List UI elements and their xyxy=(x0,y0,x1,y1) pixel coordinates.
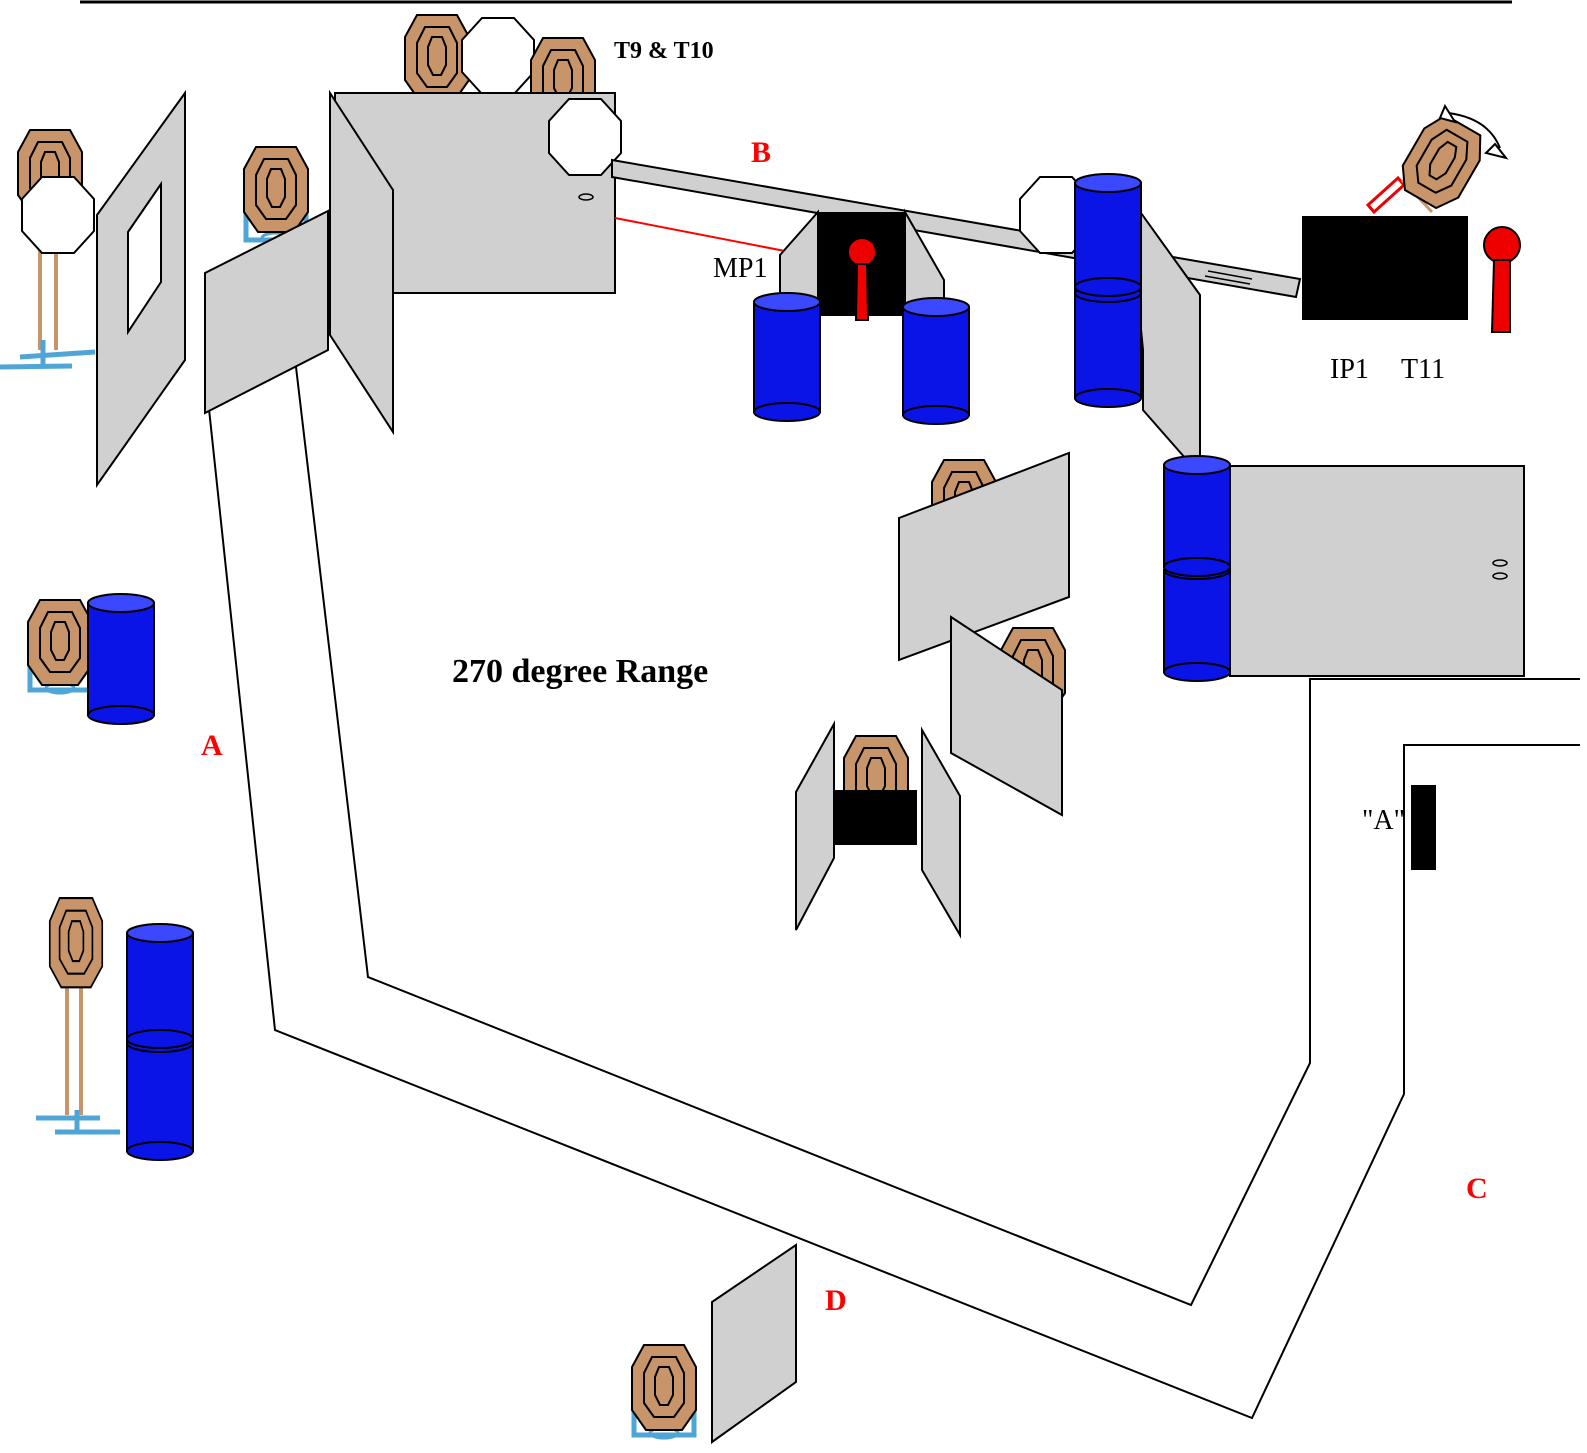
barrel-stack-right xyxy=(1163,455,1231,682)
cardboard-target-icon xyxy=(243,146,309,233)
label-c: C xyxy=(1466,1172,1488,1205)
label-b: B xyxy=(751,136,771,169)
range-boundary-lines xyxy=(208,366,1580,1420)
window-wall xyxy=(96,89,186,489)
label-t11: T11 xyxy=(1401,354,1445,385)
steel-plate-icon xyxy=(548,98,622,176)
target-barrel-a-lower xyxy=(36,897,194,1161)
shack-right xyxy=(1229,465,1525,677)
shack-door-panel xyxy=(329,89,394,436)
swing-arrow-icon xyxy=(1438,103,1458,124)
popper-mp1 xyxy=(779,208,945,321)
center-target-upper xyxy=(898,451,1070,662)
cardboard-target-icon xyxy=(404,14,470,101)
cardboard-target-icon xyxy=(48,897,104,989)
marker-a-box xyxy=(1411,785,1436,870)
angled-wall-left xyxy=(204,209,329,415)
center-port-target xyxy=(795,720,961,939)
cardboard-target-icon xyxy=(27,599,93,686)
barrel-mp1-left xyxy=(753,292,821,422)
center-target-lower xyxy=(950,615,1066,817)
popper-icon xyxy=(847,237,877,267)
steel-plate-icon xyxy=(461,17,535,95)
target-barrel-a-upper xyxy=(27,593,155,725)
label-a-quote: "A" xyxy=(1362,805,1405,836)
steel-plate-icon xyxy=(21,176,95,254)
page-title: 270 degree Range xyxy=(452,653,708,690)
label-d: D xyxy=(825,1284,847,1317)
label-a: A xyxy=(201,729,223,762)
ip1-t11-assembly xyxy=(1302,103,1521,333)
mp1-line xyxy=(614,217,791,253)
cardboard-target-icon xyxy=(631,1344,697,1431)
label-ip1: IP1 xyxy=(1330,354,1369,385)
label-t9-t10: T9 & T10 xyxy=(614,38,714,64)
label-mp1: MP1 xyxy=(713,253,767,284)
stand-target-top-left xyxy=(0,129,96,370)
barrel-mp1-right xyxy=(902,297,970,425)
popper-icon xyxy=(1483,226,1521,264)
swinging-target-icon xyxy=(1391,108,1492,216)
ip1-box xyxy=(1302,216,1468,320)
target-wall-d xyxy=(631,1243,797,1444)
barrel-stack-center xyxy=(1074,173,1142,408)
